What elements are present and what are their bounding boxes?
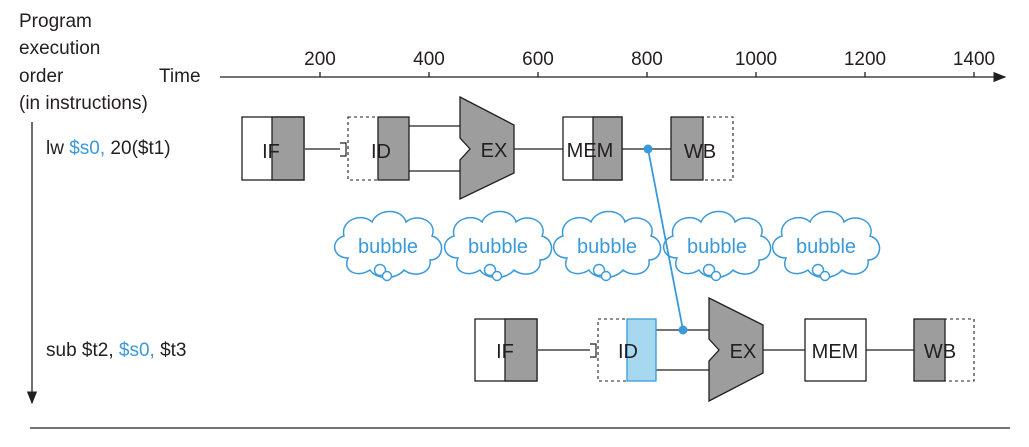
time-label: Time <box>159 66 201 87</box>
stage-label: IF <box>496 341 514 363</box>
order-label-line-4: (in instructions) <box>19 93 148 114</box>
time-tick-label: 200 <box>304 49 336 70</box>
stage-ex: EX <box>459 95 515 201</box>
stage-label: IF <box>262 141 280 163</box>
time-tick-label: 1000 <box>735 49 777 70</box>
order-label-line-2: execution <box>19 38 101 59</box>
stage-label: WB <box>684 141 716 163</box>
bubble-cloud: bubble <box>663 210 772 282</box>
bubble-cloud: bubble <box>553 210 662 282</box>
bubble-cloud: bubble <box>444 210 553 282</box>
instr-text: lw <box>46 138 70 159</box>
time-ticks: 200 400 600 800 1000 1200 1400 <box>304 49 995 77</box>
bubble-label: bubble <box>687 236 747 258</box>
instr-text: 20($t1) <box>105 138 171 159</box>
bubble-label: bubble <box>358 236 418 258</box>
forwarding-path <box>643 144 688 335</box>
bubble-label: bubble <box>468 236 528 258</box>
stage-label: EX <box>481 140 508 162</box>
stage-mem: MEM <box>804 318 867 382</box>
stage-if: IF <box>474 318 538 382</box>
pipeline-row-lw: IF ID EX MEM WB <box>241 95 734 201</box>
pipeline-row-sub: IF ID EX MEM WB <box>474 296 975 403</box>
time-tick-label: 1400 <box>953 49 995 70</box>
bubble-row: bubble bubble bubble bubble bubble <box>334 210 881 282</box>
time-tick-label: 600 <box>522 49 554 70</box>
stage-ex: EX <box>708 296 764 403</box>
instruction-sub: sub $t2, $s0, $t3 <box>46 340 187 362</box>
stage-if: IF <box>241 116 305 181</box>
stage-wb: WB <box>913 318 975 382</box>
stage-wb: WB <box>670 116 734 181</box>
bubble-label: bubble <box>796 236 856 258</box>
order-label-line-3: order <box>19 66 64 87</box>
time-tick-label: 1200 <box>844 49 886 70</box>
instruction-lw: lw $s0, 20($t1) <box>46 138 171 160</box>
bubble-cloud: bubble <box>334 210 443 282</box>
stage-label: ID <box>618 341 638 363</box>
stage-label: ID <box>371 141 391 163</box>
stage-label: MEM <box>812 341 859 363</box>
stage-label: WB <box>924 341 956 363</box>
stage-id: ID <box>597 318 657 382</box>
bubble-label: bubble <box>577 236 637 258</box>
time-tick-label: 800 <box>631 49 663 70</box>
stage-label: MEM <box>567 140 614 162</box>
stage-mem: MEM <box>562 116 623 181</box>
forward-source-dot <box>643 144 653 154</box>
forward-dest-dot <box>678 325 688 335</box>
instr-text: $t3 <box>154 340 187 361</box>
stage-id: ID <box>347 116 410 181</box>
time-tick-label: 400 <box>413 49 445 70</box>
stage-label: EX <box>730 341 757 363</box>
instr-register-highlight: $s0, <box>69 138 106 159</box>
instr-text: sub $t2, <box>46 340 119 361</box>
instr-register-highlight: $s0, <box>118 340 155 361</box>
order-label-line-1: Program <box>19 11 92 32</box>
bubble-cloud: bubble <box>772 210 881 282</box>
